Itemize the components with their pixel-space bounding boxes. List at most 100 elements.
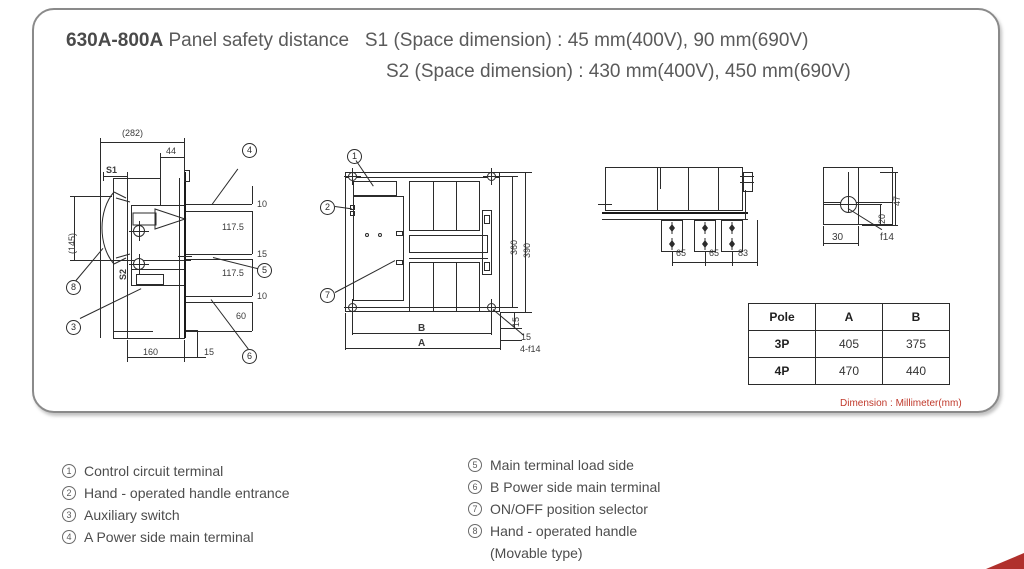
dim-15-bottom: 15 — [204, 347, 215, 357]
top-bracket-line-1 — [740, 176, 754, 177]
terminal-pad-2 — [694, 220, 716, 252]
dim-65-b: 65 — [709, 248, 720, 258]
dim-B: B — [418, 323, 426, 334]
col-header-a: A — [815, 303, 883, 331]
mount-cross-bl-v — [352, 299, 353, 316]
terminal-bar-2-top — [186, 254, 252, 255]
legend-item-2: 2 Hand - operated handle entrance — [62, 482, 289, 504]
dim-47: 47 — [892, 195, 902, 206]
top-div-1 — [657, 167, 658, 211]
top-div-2 — [688, 167, 689, 211]
dim-line-20 — [880, 204, 881, 225]
legend-number-8: 8 — [468, 524, 482, 538]
legend-label-1: Control circuit terminal — [84, 463, 224, 479]
dim-line-30 — [823, 243, 858, 244]
cell-pole-4p: 4P — [748, 357, 816, 385]
dim-line-47 — [895, 172, 896, 225]
ext-65b-r — [732, 252, 733, 266]
header-line-2: S2 (Space dimension) : 430 mm(400V), 450… — [386, 61, 851, 83]
cell-b-3p: 375 — [882, 330, 950, 358]
detail-div-v — [858, 167, 859, 225]
dim-A: A — [418, 338, 426, 349]
dim-tick-s1-l — [103, 172, 104, 181]
callout-7: 7 — [320, 288, 335, 303]
dim-line-282-left — [100, 142, 184, 143]
mech-box-bottom — [131, 269, 185, 270]
dim-tick-282-r — [184, 138, 185, 147]
dim-30: 30 — [832, 232, 844, 243]
plate-inner-top — [345, 177, 500, 178]
dim-10-b: 10 — [257, 291, 268, 301]
rail-slot-top — [484, 215, 490, 224]
ext-47-top — [880, 172, 898, 173]
panel-hole-2 — [378, 233, 382, 237]
legend-label-7: ON/OFF position selector — [490, 501, 648, 517]
legend-label-6: B Power side main terminal — [490, 479, 661, 495]
ext-390-top — [500, 172, 532, 173]
dim-15-horiz: 15 — [521, 332, 532, 342]
ext-360-bot — [500, 307, 518, 308]
legend-right-column: 5 Main terminal load side 6 B Power side… — [468, 454, 660, 564]
dim-line-15-bottom — [184, 357, 206, 358]
legend-left-column: 1 Control circuit terminal 2 Hand - oper… — [62, 460, 289, 548]
lower-shelf — [131, 285, 185, 286]
ext-20-top — [862, 204, 882, 205]
dim-15: 15 — [257, 249, 268, 259]
terminal-pad-1 — [661, 220, 683, 252]
legend-item-5: 5 Main terminal load side — [468, 454, 660, 476]
callout-8: 8 — [66, 280, 81, 295]
callout-2: 2 — [320, 200, 335, 215]
dim-f14: f14 — [880, 232, 894, 243]
dim-117-5-a: 117.5 — [222, 222, 244, 232]
mount-cross-tl-v — [352, 168, 353, 185]
ext-83-r — [757, 220, 758, 266]
dim-line-282-right — [150, 142, 184, 143]
dim-tick-44-l — [160, 153, 161, 162]
dim-83: 83 — [738, 248, 749, 258]
legend-item-8: 8 Hand - operated handle — [468, 520, 660, 542]
ext-B-right — [491, 313, 492, 335]
legend-item-3: 3 Auxiliary switch — [62, 504, 289, 526]
top-left-cross-v — [605, 198, 606, 210]
plate-inner-bottom — [345, 307, 500, 308]
top-bracket-line-2 — [740, 182, 754, 183]
dimchain-60 — [252, 302, 253, 331]
terminal-bar-3-bot — [186, 302, 252, 303]
dim-s2: S2 — [118, 268, 128, 280]
s1-spec: S1 (Space dimension) : 45 mm(400V), 90 m… — [364, 30, 809, 51]
header-title: Panel safety distance — [168, 30, 350, 51]
cell-pole-3p: 3P — [748, 330, 816, 358]
table-header-row: Pole A B — [748, 303, 950, 331]
lower-pole-group — [409, 262, 480, 312]
mount-cross-br-v — [491, 299, 492, 316]
cell-a-4p: 470 — [815, 357, 883, 385]
ext-A-left — [345, 313, 346, 350]
body-top-edge — [113, 178, 161, 179]
body-left-edge — [113, 178, 114, 338]
dim-line-360 — [512, 176, 513, 307]
ext-160-right — [184, 340, 185, 362]
on-off-position-selector — [396, 260, 403, 265]
legend-number-3: 3 — [62, 508, 76, 522]
legend-item-1: 1 Control circuit terminal — [62, 460, 289, 482]
aux-switch-block — [136, 274, 164, 285]
panel-hole-1 — [365, 233, 369, 237]
ext-B-left — [352, 313, 353, 335]
callout-1: 1 — [347, 149, 362, 164]
top-rail-right-edge — [745, 190, 746, 220]
rail-slot-bottom — [484, 262, 490, 271]
dim-tick-282-l — [100, 138, 101, 147]
lower-shelf-left — [131, 269, 132, 285]
dimension-unit-note: Dimension : Millimeter(mm) — [840, 398, 962, 409]
cell-a-3p: 405 — [815, 330, 883, 358]
dim-line-15-horiz — [500, 340, 522, 341]
top-body-outline — [605, 167, 743, 211]
control-circuit-terminal-block — [353, 181, 397, 196]
dim-15-shelf — [186, 330, 198, 331]
legend-number-2: 2 — [62, 486, 76, 500]
callout-5: 5 — [257, 263, 272, 278]
mech-box-top — [131, 205, 185, 206]
detail-center-v — [848, 172, 849, 212]
col-header-pole: Pole — [748, 303, 816, 331]
